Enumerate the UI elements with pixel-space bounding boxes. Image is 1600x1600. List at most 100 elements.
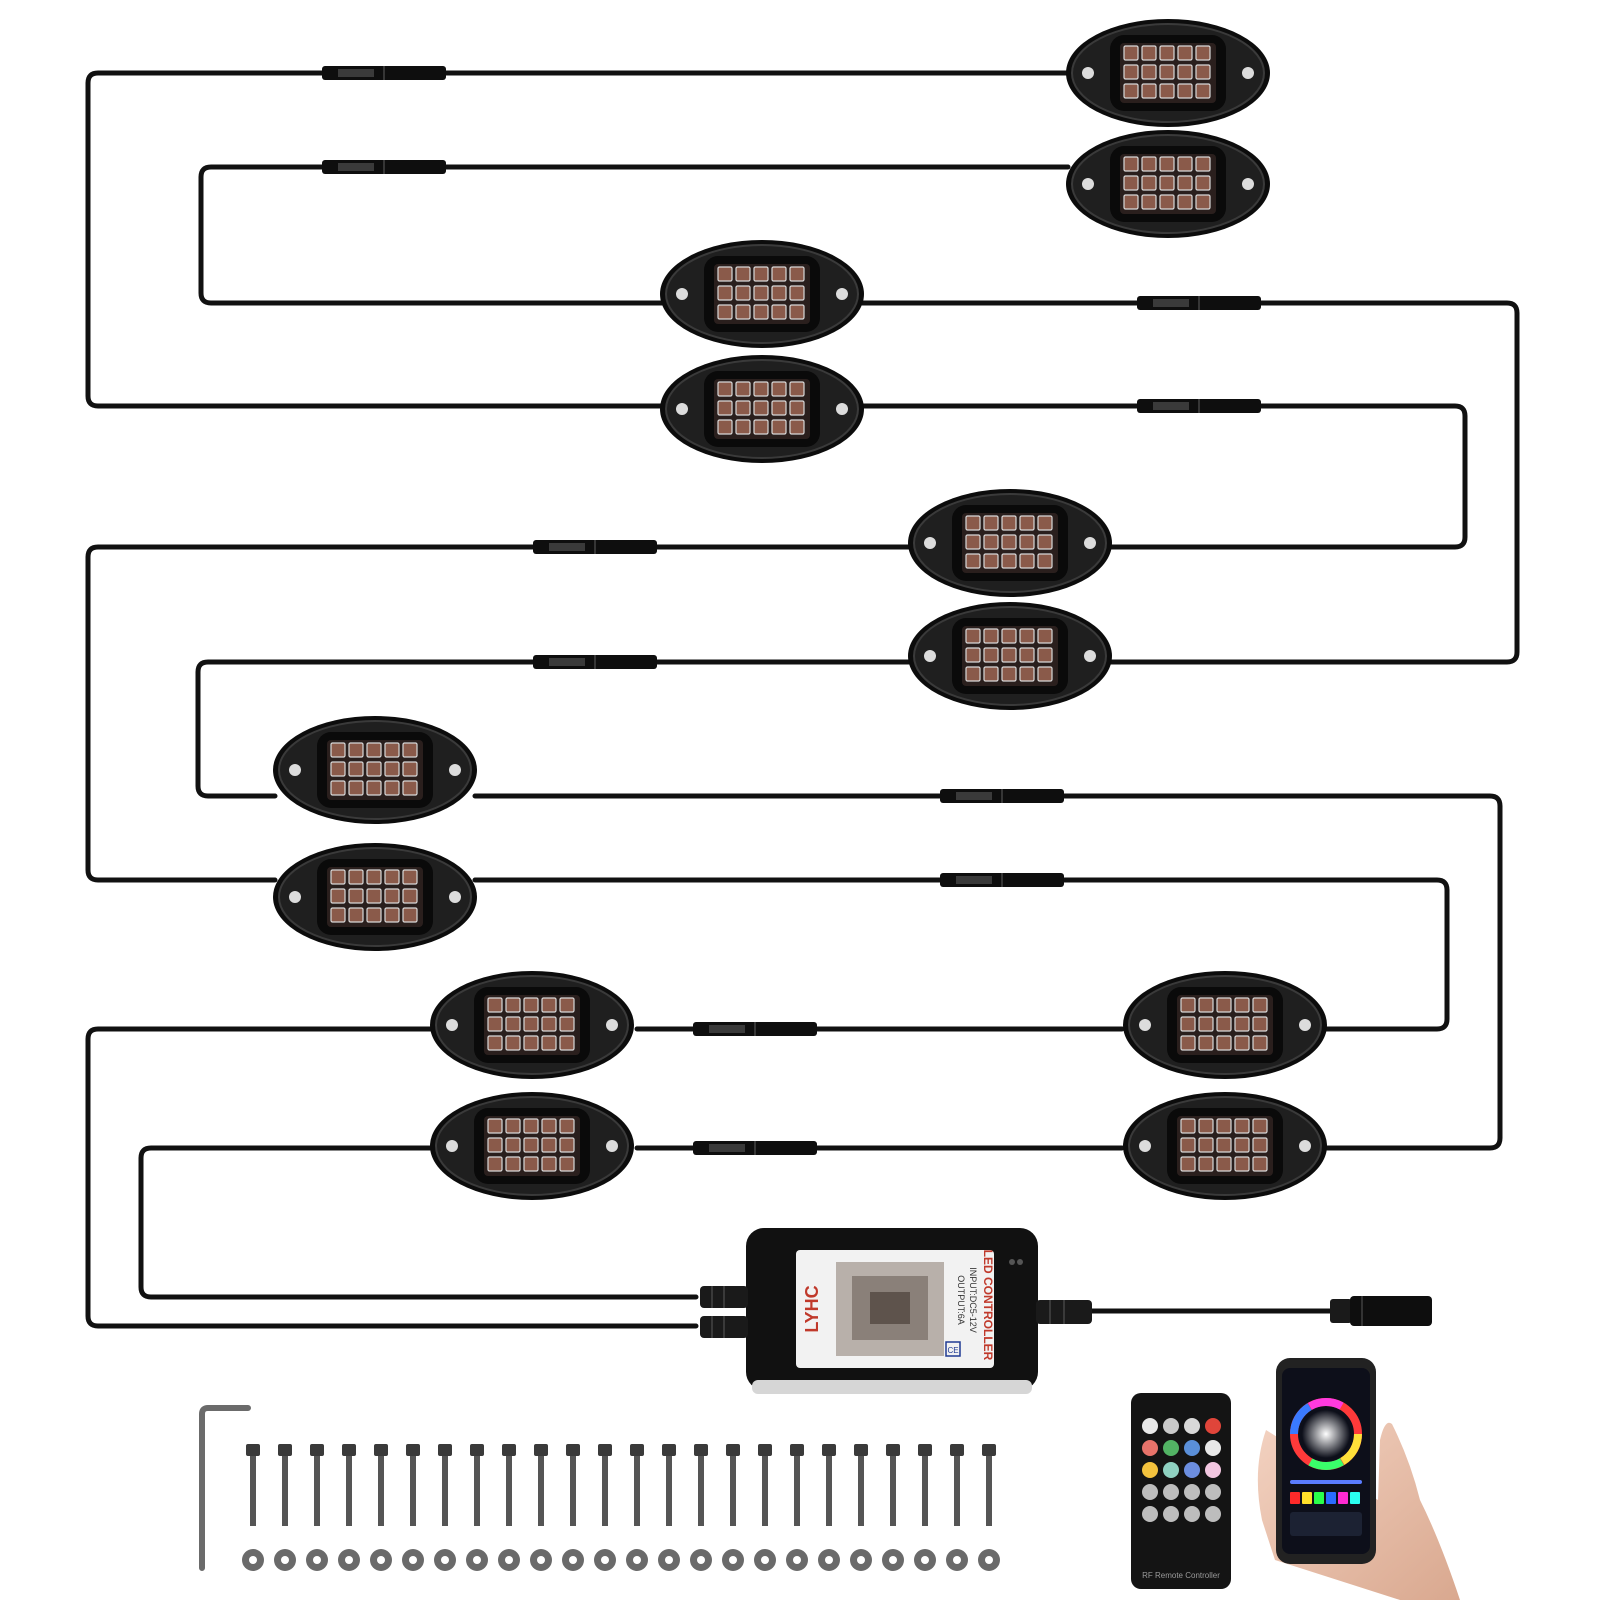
led-chip [1037,553,1053,569]
led-chip [348,761,364,777]
remote-button [1205,1440,1221,1456]
ce-mark: CE [947,1346,958,1355]
led-chip [559,1118,575,1134]
controller-label: LED CONTROLLER [981,1250,995,1361]
led-chip [1252,997,1268,1013]
led-chip [717,400,733,416]
led-chip [1019,553,1035,569]
washer-icon [402,1549,424,1571]
cable-connector [533,655,657,669]
led-chip [1198,1016,1214,1032]
cable-run-7 [472,793,1503,1151]
led-chip [771,400,787,416]
led-chip [1123,64,1139,80]
washer-icon [370,1549,392,1571]
led-chip [402,888,418,904]
rock-light-pod [430,971,634,1079]
led-chip [983,515,999,531]
screw-hole-icon [1082,67,1094,79]
washer-icon [306,1549,328,1571]
led-chip [402,907,418,923]
remote-button [1142,1418,1158,1434]
led-chip [402,761,418,777]
led-chip [771,304,787,320]
led-chip [735,381,751,397]
cable-connector [322,160,446,174]
color-swatch [1290,1492,1300,1504]
led-chip [1123,194,1139,210]
bolt-icon [246,1444,260,1526]
led-chip [541,1016,557,1032]
bolt-icon [278,1444,292,1526]
led-chip [505,1016,521,1032]
bolt-icon [534,1444,548,1526]
led-chip [1195,64,1211,80]
led-chip [789,400,805,416]
washer-icon [754,1549,776,1571]
bolt-icon [662,1444,676,1526]
led-chip [1177,194,1193,210]
led-chip [366,888,382,904]
led-chip [965,666,981,682]
led-chip [1019,515,1035,531]
remote-button [1142,1462,1158,1478]
washer-icon [466,1549,488,1571]
led-chip [1180,1156,1196,1172]
led-chip [789,381,805,397]
led-chip [1001,647,1017,663]
led-chip [1216,1035,1232,1051]
washer-icon [946,1549,968,1571]
led-chip [348,888,364,904]
led-chip [1019,666,1035,682]
led-chip [487,1118,503,1134]
led-chip [505,997,521,1013]
bolt-icon [470,1444,484,1526]
led-chip [1195,194,1211,210]
led-chip [559,1137,575,1153]
led-chip [559,1156,575,1172]
led-chip [1159,156,1175,172]
bolt-icon [310,1444,324,1526]
led-chip [541,1156,557,1172]
screw-hole-icon [606,1019,618,1031]
led-chip [983,553,999,569]
led-chip [1234,1137,1250,1153]
washer-icon [434,1549,456,1571]
led-chip [983,666,999,682]
led-chip [1177,64,1193,80]
remote-button [1163,1506,1179,1522]
led-chip [541,1137,557,1153]
led-chip [1234,1035,1250,1051]
led-chip [348,780,364,796]
led-chip [753,285,769,301]
led-chip [1234,1156,1250,1172]
led-chip [771,266,787,282]
led-chip [366,907,382,923]
led-chip [384,907,400,923]
washer-icon [658,1549,680,1571]
washer-icon [530,1549,552,1571]
cable-connector [940,789,1064,803]
led-chip [505,1156,521,1172]
led-chip [965,647,981,663]
remote-button [1184,1462,1200,1478]
remote-button [1205,1484,1221,1500]
led-chip [1198,997,1214,1013]
wiring-harness [85,70,1520,1329]
led-chip [541,997,557,1013]
led-chip [1216,1137,1232,1153]
led-chip [753,419,769,435]
led-chip [402,742,418,758]
led-chip [1195,156,1211,172]
bolt-icon [374,1444,388,1526]
led-chip [330,761,346,777]
remote-button [1163,1418,1179,1434]
controller-spec-output: OUTPUT:6A [956,1275,966,1325]
led-chip [1019,647,1035,663]
screw-hole-icon [924,650,936,662]
rock-light-pod [1123,971,1327,1079]
screw-hole-icon [1299,1140,1311,1152]
led-chip [402,780,418,796]
remote-button [1184,1506,1200,1522]
